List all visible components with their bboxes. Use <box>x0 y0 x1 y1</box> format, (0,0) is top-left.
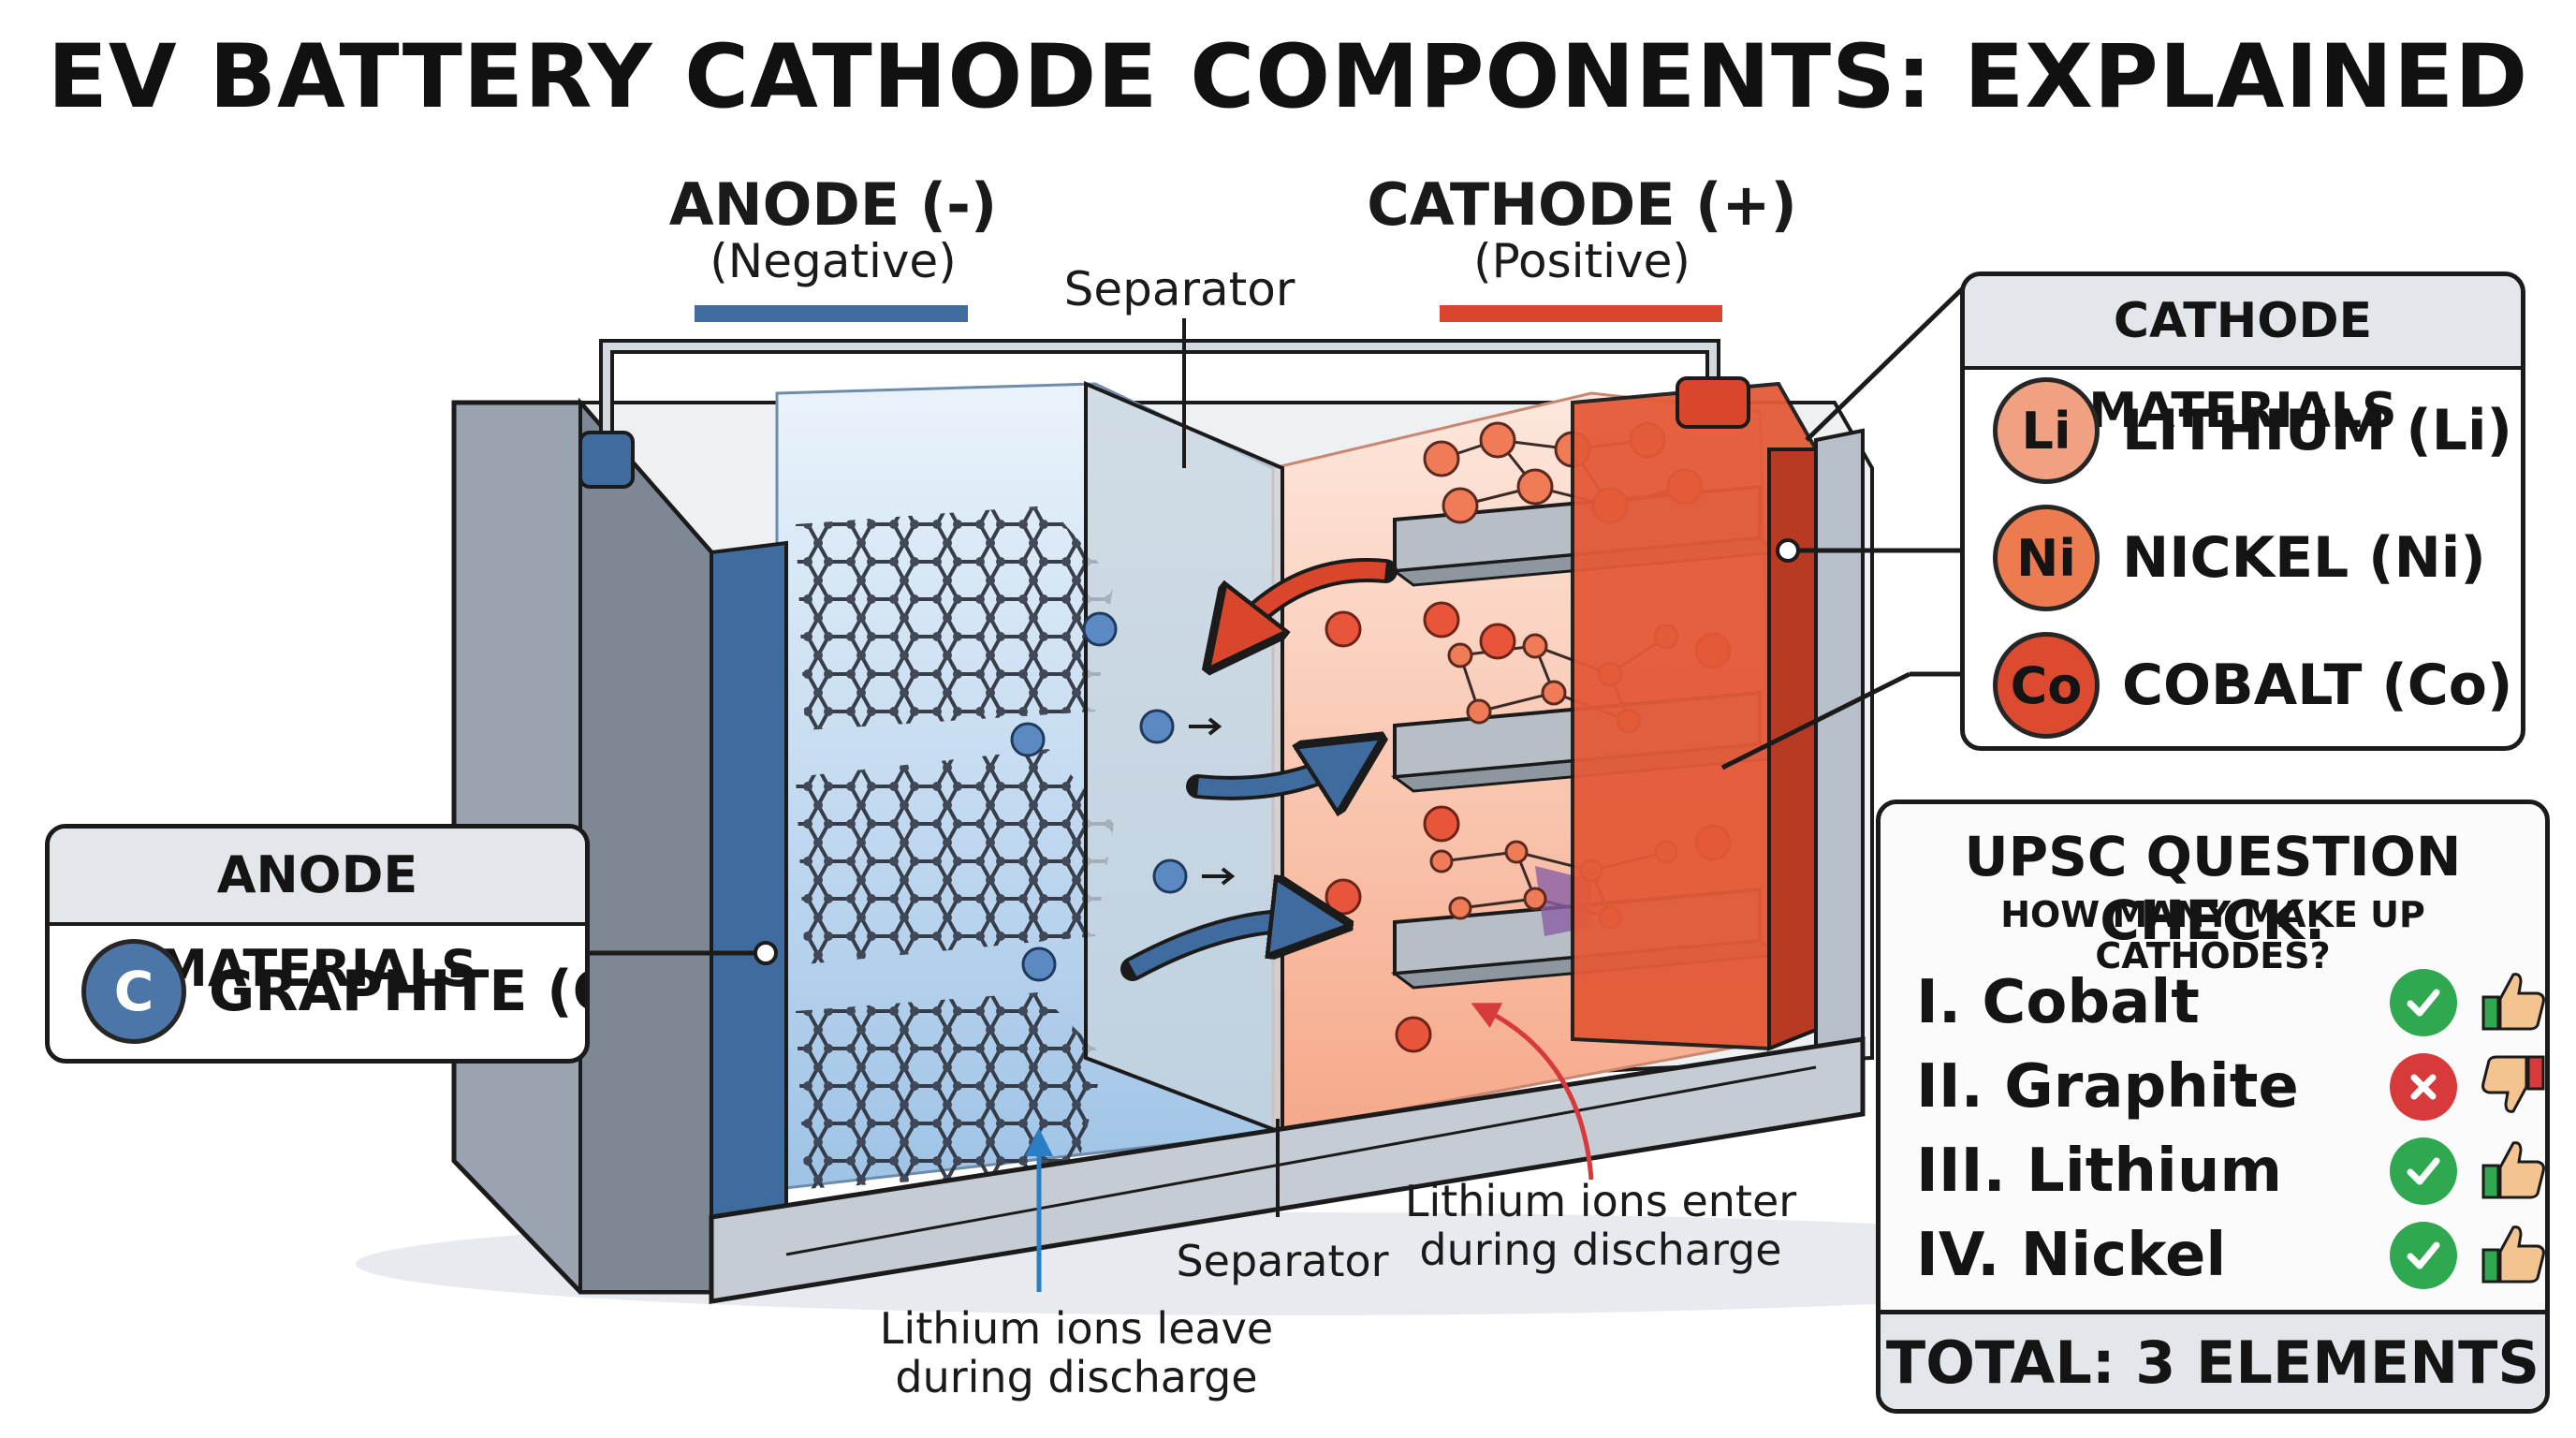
anode-title: ANODE (-) <box>668 170 998 239</box>
cathode-ion-caption-line1: Lithium ions enter <box>1404 1176 1797 1226</box>
material-row-cobalt: Co COBALT (Co) <box>1993 632 2512 739</box>
question-heading: UPSC QUESTION CHECK: <box>1964 825 2462 952</box>
question-option-label: IV. Nickel <box>1916 1221 2227 1290</box>
separator-bottom-label: Separator <box>1176 1236 1389 1286</box>
question-option-label: I. Cobalt <box>1916 968 2200 1037</box>
material-row-nickel: Ni NICKEL (Ni) <box>1993 505 2486 611</box>
question-total-bar: TOTAL: 3 ELEMENTS <box>1881 1310 2545 1409</box>
cathode-color-bar <box>1440 305 1722 322</box>
question-row-cobalt: I. Cobalt <box>1916 965 2545 1040</box>
graphite-badge: C <box>81 939 186 1044</box>
anode-ion-caption-line1: Lithium ions leave <box>879 1303 1274 1354</box>
thumbs-down-icon <box>2478 1049 2545 1124</box>
anode-ion-caption-line2: during discharge <box>895 1352 1258 1402</box>
material-row-graphite: C GRAPHITE (C) <box>81 939 585 1044</box>
thumbs-up-icon <box>2478 965 2545 1040</box>
anode-subtitle: (Negative) <box>710 234 957 288</box>
lithium-badge: Li <box>1993 377 2100 484</box>
check-icon <box>2390 1137 2457 1205</box>
question-option-label: II. Graphite <box>1916 1052 2299 1122</box>
thumbs-up-icon <box>2478 1218 2545 1293</box>
cobalt-name: COBALT (Co) <box>2122 653 2513 718</box>
anode-materials-heading: ANODE MATERIALS <box>50 829 585 998</box>
question-subheading: HOW MANY MAKE UP CATHODES? <box>2000 894 2425 976</box>
cathode-ion-caption-line2: during discharge <box>1419 1225 1782 1275</box>
question-total: TOTAL: 3 ELEMENTS <box>1885 1328 2540 1397</box>
question-row-nickel: IV. Nickel <box>1916 1218 2545 1293</box>
cathode-materials-heading: CATHODE MATERIALS <box>1965 276 2521 439</box>
question-row-lithium: III. Lithium <box>1916 1134 2545 1209</box>
anode-materials-panel: ANODE MATERIALS C GRAPHITE (C) <box>45 824 590 1064</box>
nickel-name: NICKEL (Ni) <box>2122 525 2486 591</box>
check-icon <box>2390 1222 2457 1289</box>
cross-icon <box>2390 1053 2457 1121</box>
material-row-lithium: Li LITHIUM (Li) <box>1993 377 2512 484</box>
question-check-panel: UPSC QUESTION CHECK: HOW MANY MAKE UP CA… <box>1876 800 2550 1414</box>
thumbs-up-icon <box>2478 1134 2545 1209</box>
anode-color-bar <box>695 305 968 322</box>
cathode-materials-panel: CATHODE MATERIALS Li LITHIUM (Li) Ni NIC… <box>1960 271 2525 751</box>
separator-top-label: Separator <box>1063 262 1295 316</box>
lithium-name: LITHIUM (Li) <box>2122 398 2512 463</box>
nickel-badge: Ni <box>1993 505 2100 611</box>
graphite-name: GRAPHITE (C) <box>209 959 585 1024</box>
cathode-title: CATHODE (+) <box>1367 170 1797 239</box>
question-option-label: III. Lithium <box>1916 1137 2283 1206</box>
page-title: EV BATTERY CATHODE COMPONENTS: EXPLAINED <box>47 26 2529 128</box>
question-row-graphite: II. Graphite <box>1916 1049 2545 1124</box>
cobalt-badge: Co <box>1993 632 2100 739</box>
cathode-subtitle: (Positive) <box>1473 234 1690 288</box>
check-icon <box>2390 969 2457 1036</box>
